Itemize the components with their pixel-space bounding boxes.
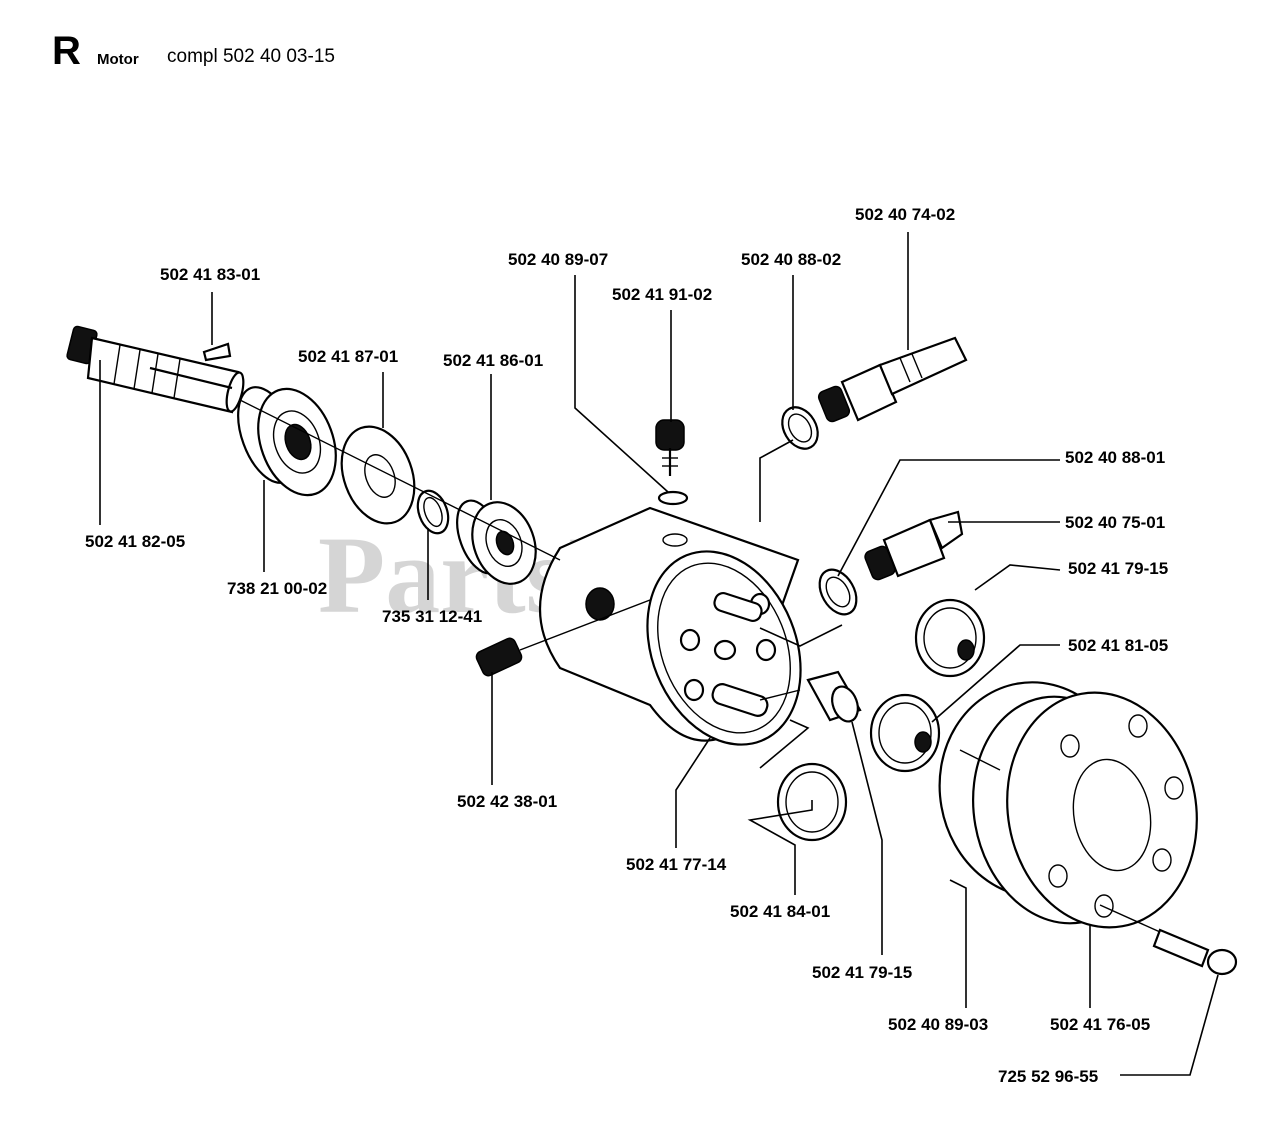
label-gear-lower: 502 41 84-01 (730, 902, 830, 921)
shaft (66, 325, 245, 414)
label-fitting-right: 502 40 75-01 (1065, 513, 1165, 532)
label-cover: 502 41 76-05 (1050, 1015, 1150, 1034)
label-bleed-screw: 502 41 91-02 (612, 285, 712, 304)
fitting-right (864, 510, 964, 581)
label-gear-upper: 502 41 79-15 (1068, 559, 1168, 578)
oring-top (781, 406, 819, 450)
key (202, 342, 232, 362)
label-gear-mid: 502 41 81-05 (1068, 636, 1168, 655)
label-retaining-ring: 735 31 12-41 (382, 607, 482, 626)
label-housing: 502 41 77-14 (626, 855, 727, 874)
set-screw (475, 637, 523, 677)
oring-right (818, 568, 858, 616)
washer (340, 425, 416, 525)
bearing-small (456, 499, 537, 585)
retaining-ring (416, 489, 450, 535)
label-bearing-small: 502 41 86-01 (443, 351, 543, 370)
label-bushing: 502 41 79-15 (812, 963, 912, 982)
housing (538, 506, 802, 746)
oring-small-top (657, 490, 689, 506)
bushing (806, 670, 862, 723)
fitting-top (817, 336, 968, 423)
label-oring-small-top: 502 40 89-07 (508, 250, 608, 269)
label-bolt: 725 52 96-55 (998, 1067, 1098, 1086)
label-fitting-top: 502 40 74-02 (855, 205, 955, 224)
assembly-axis-lines (239, 399, 1161, 933)
cover (972, 691, 1198, 929)
bleed-screw (655, 419, 685, 476)
section-letter: R (52, 29, 81, 73)
label-washer: 502 41 87-01 (298, 347, 398, 366)
label-shaft: 502 41 82-05 (85, 532, 185, 551)
label-oring-right: 502 40 88-01 (1065, 448, 1165, 467)
assembly-part-number: compl 502 40 03-15 (167, 46, 335, 67)
bearing-large (237, 386, 337, 497)
gear-mid (869, 693, 941, 773)
callout-labels: 502 41 82-05 502 41 83-01 738 21 00-02 5… (85, 205, 1168, 1086)
leader-lines (99, 232, 1219, 1076)
label-oring-top: 502 40 88-02 (741, 250, 841, 269)
label-oring-cover: 502 40 89-03 (888, 1015, 988, 1034)
label-set-screw: 502 42 38-01 (457, 792, 557, 811)
bolt (1152, 928, 1238, 976)
page-header: R Motor compl 502 40 03-15 (52, 29, 335, 73)
section-title: Motor (97, 51, 139, 68)
label-bearing-large: 738 21 00-02 (227, 579, 327, 598)
gear-upper (914, 598, 986, 678)
label-key: 502 41 83-01 (160, 265, 260, 284)
